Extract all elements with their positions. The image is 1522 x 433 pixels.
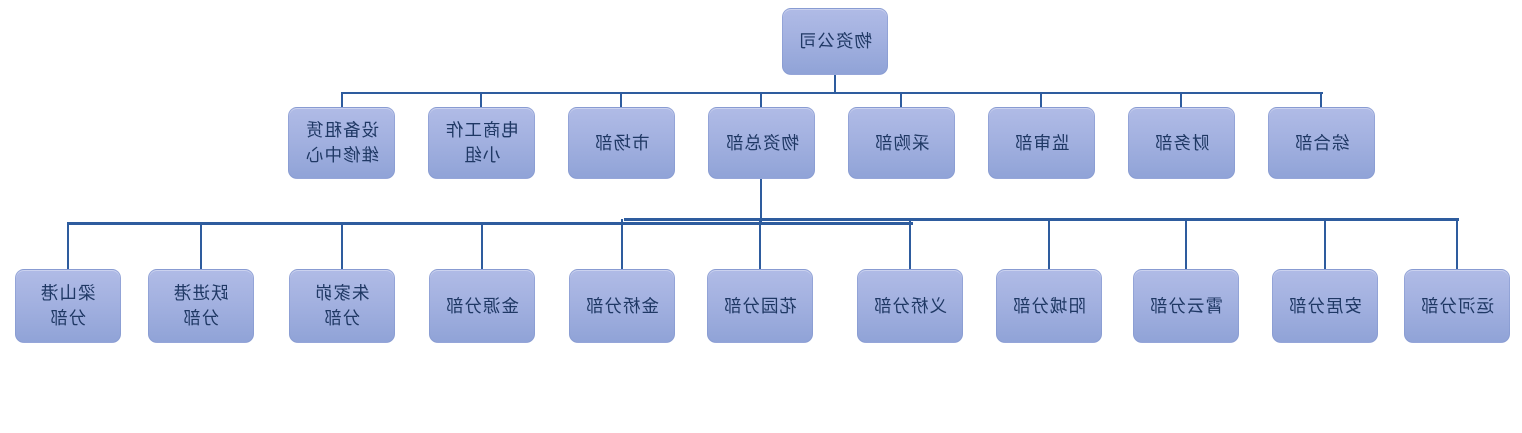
connector-level2-rail	[341, 92, 1323, 94]
connector-level2-drop	[1320, 92, 1322, 108]
org-node-level3: 金源分部	[429, 269, 535, 343]
org-node-level3: 梁山港 分部	[15, 269, 121, 343]
org-node-label: 电商工作 小组	[444, 120, 519, 165]
org-node-label: 财务部	[1153, 132, 1210, 153]
org-node-label: 阳城分部	[1012, 295, 1086, 316]
org-node-level2: 财务部	[1128, 107, 1235, 179]
org-node-level3: 跃进港 分部	[148, 269, 254, 343]
org-node-level3: 阳城分部	[996, 269, 1102, 343]
connector-level3-drop	[1048, 219, 1050, 270]
org-node-label: 市场部	[593, 132, 650, 153]
org-node-level3: 花园分部	[707, 269, 813, 343]
connector-level3-drop	[67, 222, 69, 270]
org-node-label: 花园分部	[723, 295, 797, 316]
connector-level3-drop	[341, 222, 343, 270]
connector-level3-drop	[1185, 219, 1187, 270]
org-node-label: 金源分部	[445, 295, 519, 316]
connector-level3-drop	[481, 222, 483, 270]
org-node-level3: 朱家峁 分部	[289, 269, 395, 343]
org-node-level2: 综合部	[1268, 107, 1375, 179]
connector-level2-drop	[1040, 92, 1042, 108]
org-node-label: 设备租赁 维修中心	[304, 120, 379, 165]
org-node-label: 朱家峁 分部	[314, 283, 370, 328]
org-node-label: 跃进港 分部	[173, 283, 229, 328]
org-node-label: 综合部	[1293, 132, 1350, 153]
org-node-level2: 物资总部	[708, 107, 815, 179]
org-node-root: 物资公司	[782, 8, 888, 75]
connector-level3-drop	[200, 222, 202, 270]
org-node-level2: 市场部	[568, 107, 675, 179]
org-node-label: 梁山港 分部	[40, 283, 96, 328]
connector-level3-drop	[759, 219, 761, 270]
connector-level3-parent-drop	[760, 179, 762, 225]
connector-level2-drop	[760, 92, 762, 108]
org-node-level3: 金桥分部	[569, 269, 675, 343]
connector-level2-drop	[341, 92, 343, 108]
connector-level3-drop	[621, 219, 623, 270]
connector-level3-drop	[909, 219, 911, 270]
connector-level3-drop	[1324, 219, 1326, 270]
org-node-level2: 监审部	[988, 107, 1095, 179]
org-node-label: 运河分部	[1420, 295, 1494, 316]
connector-root-drop	[834, 75, 836, 94]
org-node-level2: 采购部	[848, 107, 955, 179]
connector-level2-drop	[620, 92, 622, 108]
org-node-label: 义桥分部	[873, 295, 947, 316]
connector-level3-drop	[1456, 219, 1458, 270]
connector-level2-drop	[1180, 92, 1182, 108]
org-node-label: 物资总部	[724, 132, 799, 153]
org-node-level3: 义桥分部	[857, 269, 963, 343]
org-node-level3: 运河分部	[1404, 269, 1510, 343]
org-node-label: 物资公司	[798, 31, 872, 51]
org-node-level2: 设备租赁 维修中心	[288, 107, 395, 179]
org-node-level3: 安居分部	[1272, 269, 1378, 343]
org-node-label: 金桥分部	[585, 295, 659, 316]
org-node-label: 采购部	[873, 132, 930, 153]
org-node-level2: 电商工作 小组	[428, 107, 535, 179]
org-node-label: 监审部	[1013, 132, 1070, 153]
connector-level3-rail-right	[624, 218, 1459, 221]
connector-level2-drop	[900, 92, 902, 108]
connector-level3-rail-left	[67, 222, 913, 225]
org-node-level3: 霄云分部	[1133, 269, 1239, 343]
org-node-label: 霄云分部	[1149, 295, 1223, 316]
connector-level2-drop	[480, 92, 482, 108]
org-node-label: 安居分部	[1288, 295, 1362, 316]
